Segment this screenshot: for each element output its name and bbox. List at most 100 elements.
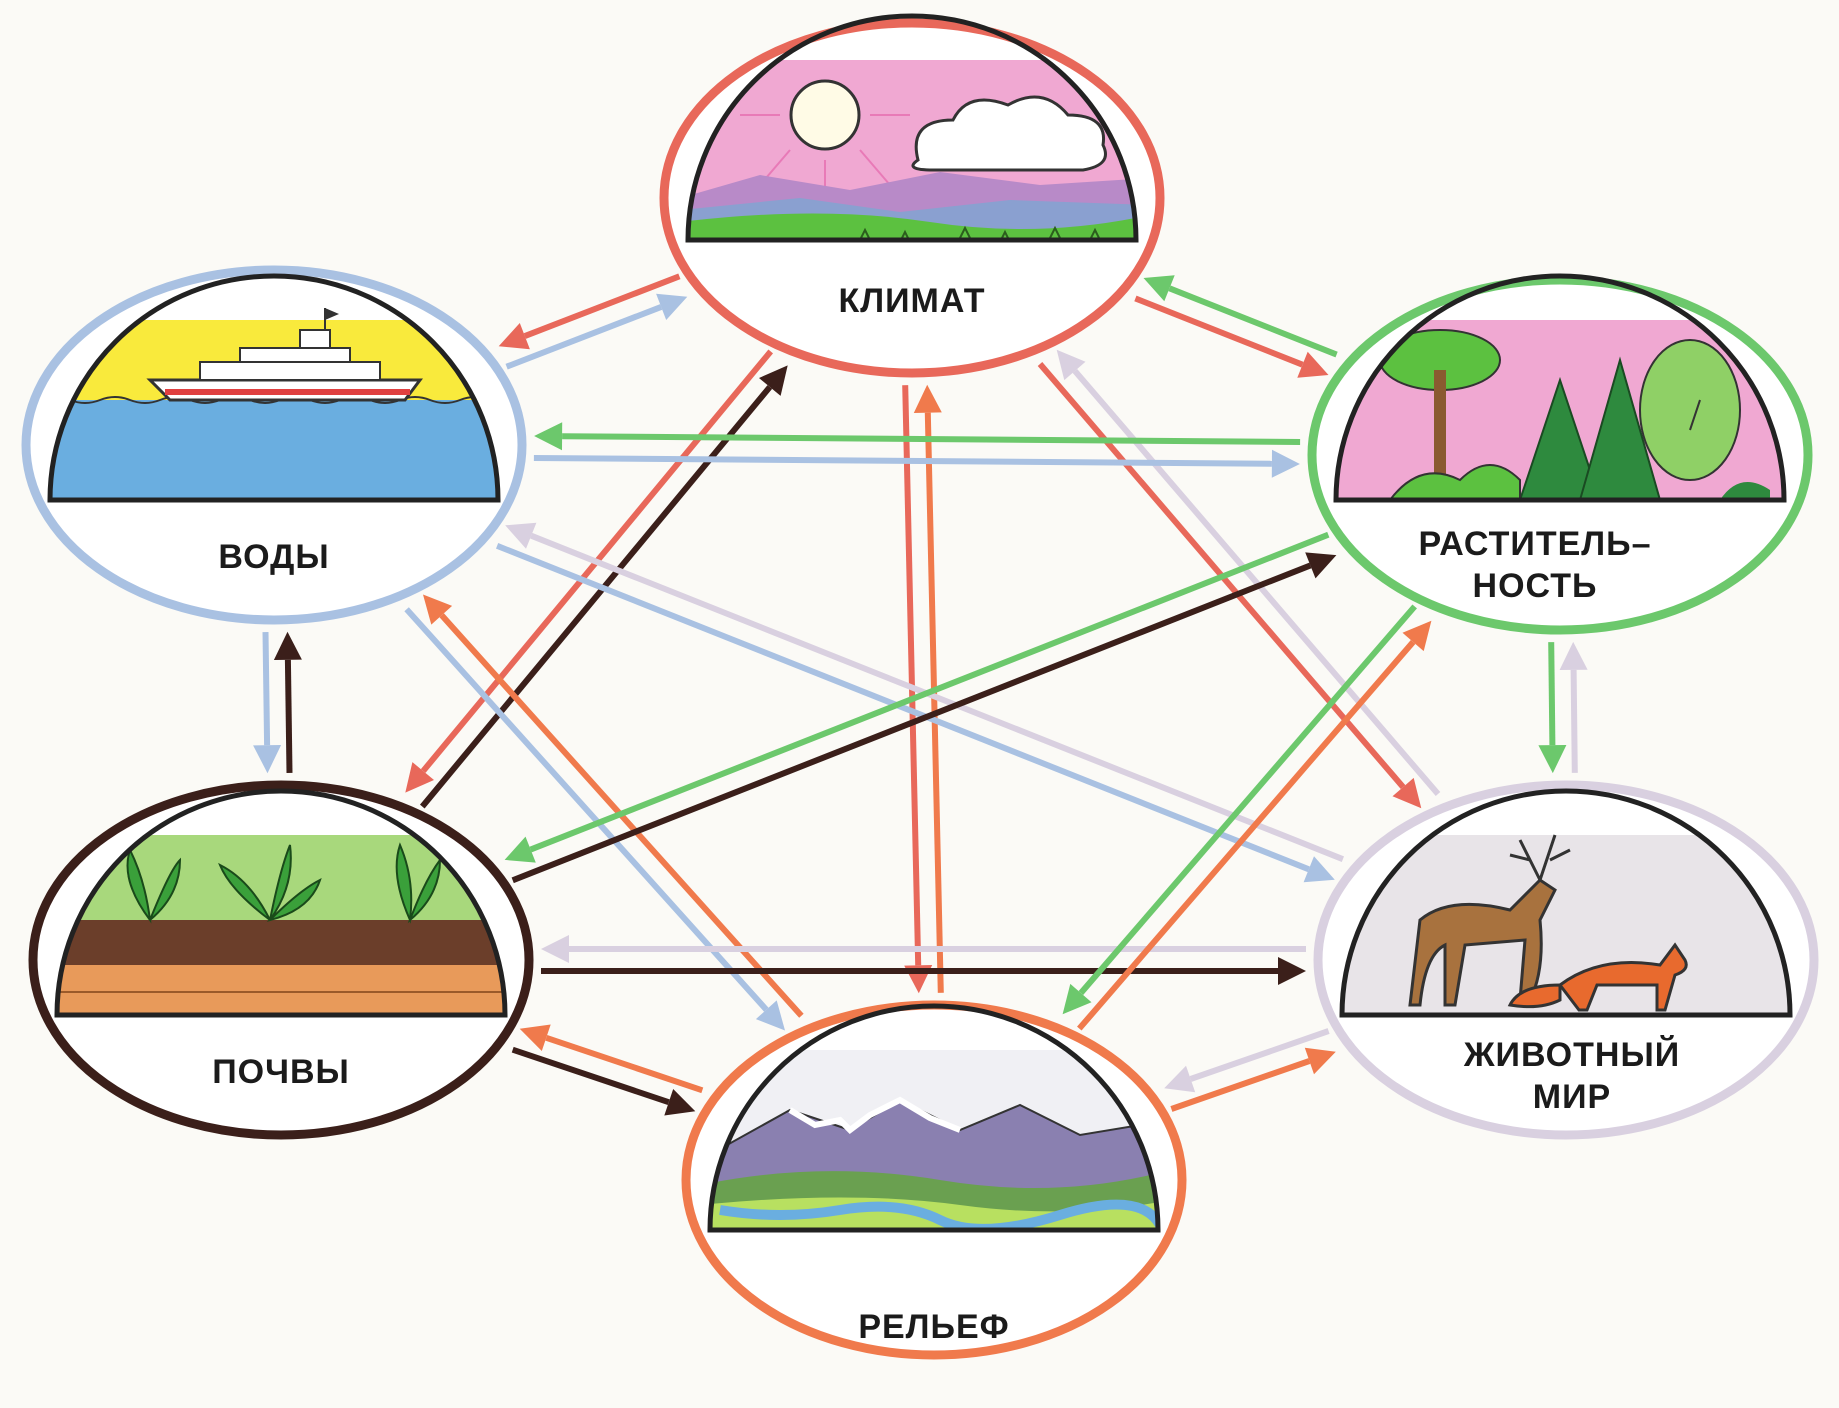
arrow-head [405, 762, 434, 793]
arrow-head [755, 1000, 785, 1031]
arrow-head [1559, 641, 1588, 670]
arrow-pochvy-to-rastitelnost [511, 552, 1337, 884]
vegetation-illustration [1336, 320, 1784, 500]
node-zhivotny-mir-label-line1: ЖИВОТНЫЙ [1463, 1035, 1680, 1074]
arrow-klimat-to-rastitelnost [1134, 295, 1329, 378]
arrow-shaft [511, 562, 1312, 884]
arrow-relef-to-pochvy [519, 1024, 704, 1094]
fox-icon [1507, 942, 1688, 1012]
node-zhivotny-mir: ЖИВОТНЫЙ МИР [1313, 780, 1819, 1140]
arrow-shaft [495, 543, 1310, 873]
arrow-shaft [545, 1034, 704, 1094]
arrow-relef-to-zhivotny_mir [1170, 1047, 1336, 1112]
ship-icon [146, 308, 423, 402]
arrow-vody-to-pochvy [253, 632, 282, 774]
climate-illustration [688, 60, 1136, 240]
soil-illustration [57, 835, 505, 1015]
arrow-head [1538, 745, 1567, 774]
arrow-shaft [1168, 285, 1338, 358]
arrow-zhivotny_mir-to-pochvy [541, 935, 1306, 963]
arrow-head [1271, 449, 1300, 478]
arrow-vody-to-relef [404, 607, 785, 1031]
arrow-head [273, 631, 302, 660]
arrow-head [1164, 1065, 1196, 1093]
arrow-vody-to-rastitelnost [533, 449, 1300, 478]
arrow-zhivotny_mir-to-vody [505, 522, 1345, 862]
node-rastitelnost-label-line2: НОСТЬ [1473, 567, 1598, 605]
arrow-shaft [505, 304, 663, 370]
cloud-icon [911, 95, 1107, 172]
arrow-shaft [284, 659, 293, 773]
arrow-head [656, 293, 688, 320]
arrow-head [541, 935, 569, 963]
arrow-zhivotny_mir-to-relef [1164, 1028, 1330, 1093]
arrow-head [1305, 552, 1337, 579]
arrows-layer [253, 273, 1588, 1116]
node-relef-label: РЕЛЬЕФ [858, 1308, 1009, 1346]
arrow-shaft [562, 433, 1301, 445]
arrow-head [1392, 777, 1422, 809]
arrow-shaft [511, 1046, 670, 1106]
node-klimat-label: КЛИМАТ [839, 282, 986, 320]
arrow-head [1278, 957, 1306, 985]
arrow-head [519, 1024, 551, 1051]
arrow-shaft [523, 273, 681, 339]
arrow-rastitelnost-to-vody [534, 422, 1301, 451]
arrow-klimat-to-vody [498, 273, 681, 350]
arrow-shaft [1189, 1028, 1330, 1082]
arrow-head [498, 323, 530, 350]
arrow-shaft [1548, 642, 1556, 746]
arrow-shaft [1570, 669, 1578, 773]
node-pochvy-label: ПОЧВЫ [212, 1053, 350, 1091]
arrow-relef-to-klimat [913, 384, 944, 993]
arrow-rastitelnost-to-relef [1062, 604, 1417, 1015]
arrow-head [534, 422, 563, 451]
arrow-shaft [529, 531, 1330, 853]
arrow-rastitelnost-to-zhivotny_mir [1538, 642, 1567, 774]
arrow-head [423, 594, 453, 625]
node-vody: ВОДЫ [21, 265, 527, 625]
deer-icon [1408, 834, 1571, 1007]
water-illustration [50, 308, 498, 500]
arrow-vody-to-klimat [505, 293, 688, 370]
node-rastitelnost: РАСТИТЕЛЬ– НОСТЬ [1307, 273, 1813, 635]
arrow-head [1303, 856, 1335, 883]
arrow-shaft [924, 412, 944, 993]
arrow-head [504, 836, 536, 863]
arrow-pochvy-to-vody [273, 631, 302, 773]
arrow-zhivotny_mir-to-rastitelnost [1559, 641, 1588, 773]
node-pochvy: ПОЧВЫ [28, 780, 534, 1140]
arrow-pochvy-to-relef [511, 1046, 696, 1116]
node-zhivotny-mir-label-line2: МИР [1533, 1078, 1611, 1116]
node-rastitelnost-label-line1: РАСТИТЕЛЬ– [1419, 525, 1652, 563]
arrow-head [253, 745, 282, 774]
arrow-relef-to-rastitelnost [1077, 620, 1432, 1031]
node-relef: РЕЛЬЕФ [681, 1000, 1187, 1360]
arrow-shaft [902, 385, 922, 966]
arrow-shaft [262, 632, 271, 746]
arrow-pochvy-to-zhivotny_mir [541, 957, 1306, 985]
arrow-rastitelnost-to-pochvy [504, 531, 1330, 863]
arrow-shaft [1077, 640, 1416, 1031]
arrow-head [1304, 1047, 1336, 1075]
node-vody-label: ВОДЫ [218, 538, 329, 576]
relief-illustration [710, 1050, 1158, 1230]
arrow-vody-to-zhivotny_mir [495, 543, 1335, 883]
arrow-rastitelnost-to-klimat [1143, 275, 1338, 358]
arrow-head [759, 365, 788, 396]
arrow-head [505, 522, 537, 549]
arrow-head [1056, 349, 1086, 381]
arrow-shaft [530, 532, 1345, 862]
arrow-shaft [404, 607, 769, 1012]
arrow-head [1402, 620, 1432, 652]
arrow-head [1143, 275, 1175, 302]
wildlife-illustration [1342, 834, 1790, 1015]
node-klimat: КЛИМАТ [659, 13, 1165, 378]
arrow-shaft [1134, 295, 1304, 368]
arrow-shaft [533, 455, 1272, 467]
arrow-shaft [1170, 1058, 1311, 1112]
arrow-shaft [1078, 604, 1417, 995]
arrow-head [1062, 983, 1092, 1015]
arrow-head [913, 384, 942, 413]
